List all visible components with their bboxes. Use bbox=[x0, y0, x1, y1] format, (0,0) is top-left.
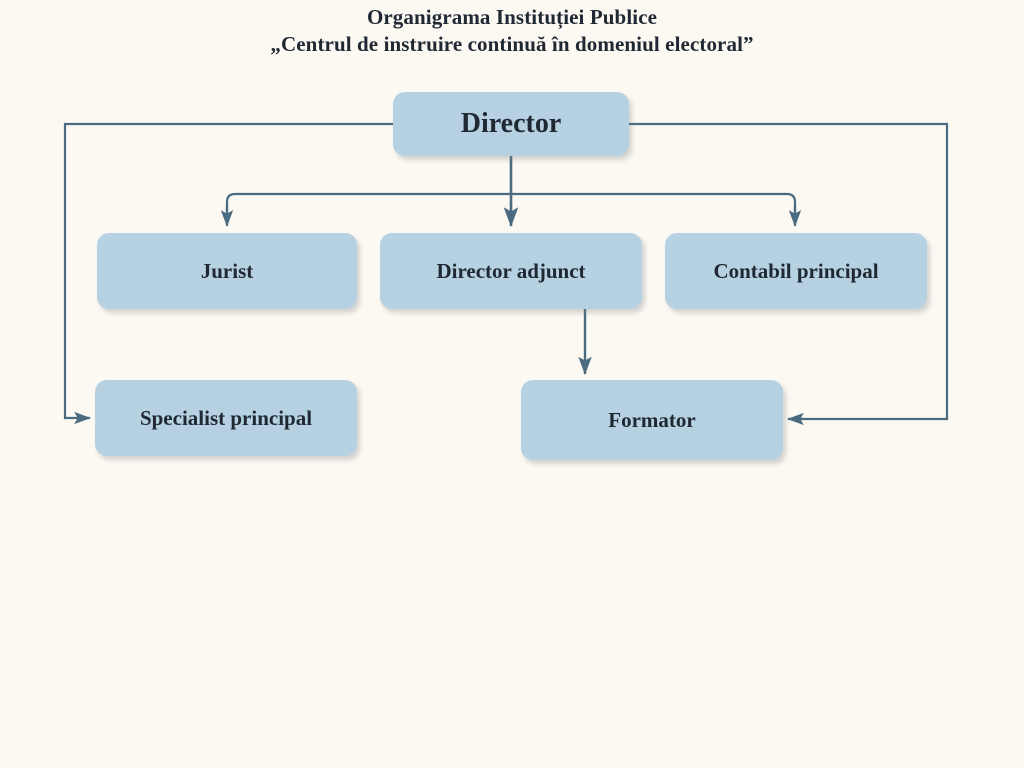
node-formator-label: Formator bbox=[608, 407, 696, 432]
node-contabil-principal[interactable]: Contabil principal bbox=[665, 233, 927, 309]
edge-distributor-bar bbox=[225, 192, 797, 212]
node-jurist[interactable]: Jurist bbox=[97, 233, 357, 309]
node-specialist-principal[interactable]: Specialist principal bbox=[95, 380, 357, 456]
node-director[interactable]: Director bbox=[393, 92, 629, 156]
page-title-line-2: „Centrul de instruire continuă în domeni… bbox=[270, 32, 754, 56]
page-title: Organigrama Instituției Publice „Centrul… bbox=[0, 4, 1024, 58]
page-title-line-1: Organigrama Instituției Publice bbox=[366, 5, 658, 29]
node-jurist-label: Jurist bbox=[200, 258, 254, 283]
node-contabil-principal-label: Contabil principal bbox=[713, 258, 879, 283]
node-director-adjunct[interactable]: Director adjunct bbox=[380, 233, 642, 309]
node-specialist-principal-label: Specialist principal bbox=[139, 405, 313, 430]
node-director-adjunct-label: Director adjunct bbox=[436, 258, 586, 283]
node-formator[interactable]: Formator bbox=[521, 380, 783, 460]
node-director-label: Director bbox=[460, 108, 562, 139]
